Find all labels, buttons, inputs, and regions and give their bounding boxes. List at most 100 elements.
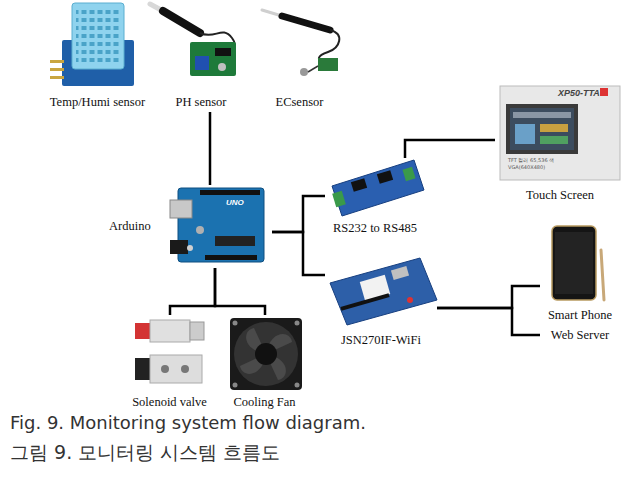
touch-screen-image-part xyxy=(500,86,620,180)
node-label: Web Server xyxy=(551,328,609,342)
arduino-image xyxy=(170,188,264,262)
cooling-fan-image-part xyxy=(233,383,238,388)
ph-sensor-image xyxy=(150,4,236,76)
touch-screen-image-part xyxy=(506,104,578,154)
model-name: XP50-TTA xyxy=(558,89,600,99)
wifi-shield-image-part xyxy=(340,293,389,311)
node-label: Smart Phone xyxy=(548,308,612,322)
figure-caption-korean: 그림 9. 모니터링 시스템 흐름도 xyxy=(10,442,280,463)
display-node: Touch Screen xyxy=(495,85,625,205)
connector-line xyxy=(437,286,540,308)
cooling-fan-image-part xyxy=(255,343,277,365)
node-label: Solenoid valve xyxy=(132,395,207,409)
solenoid-valve-image-part xyxy=(190,322,204,340)
ph-sensor-image-part xyxy=(190,42,236,76)
wifi-shield-image-part xyxy=(407,297,413,303)
solenoid-valve-image-part xyxy=(135,323,151,339)
spec-text: VGA(640X480) xyxy=(508,165,545,171)
arduino-image-part xyxy=(170,200,192,218)
ec-sensor-image xyxy=(262,10,339,76)
spec-text: TFT 컬러 65,536 색 xyxy=(508,158,554,164)
temp-humi-sensor-image-part xyxy=(50,76,64,79)
client-node: Smart Phone xyxy=(540,222,620,325)
solenoid-valve-image-part xyxy=(150,320,190,342)
node-label: Arduino xyxy=(109,219,151,233)
touch-screen-image-part xyxy=(513,112,571,118)
cooling-fan-image-part xyxy=(234,322,298,386)
arduino-image-part xyxy=(215,236,255,246)
ph-sensor-image-part xyxy=(195,56,209,70)
connector-line xyxy=(272,232,325,275)
node-label: PH sensor xyxy=(175,95,226,109)
figure-caption: Fig. 9. Monitoring system flow diagram. xyxy=(10,413,366,433)
solenoid-valve-image-part xyxy=(135,358,151,380)
connector-line xyxy=(170,268,215,315)
temp-humi-sensor-image-part xyxy=(50,68,64,71)
touch-screen-image-part xyxy=(540,136,568,144)
smart-phone-image xyxy=(552,226,604,300)
touch-screen-image-part xyxy=(540,124,568,132)
arduino-image-part xyxy=(205,255,257,260)
touch-screen-image xyxy=(500,86,620,180)
touch-screen-image-part xyxy=(515,124,535,144)
solenoid-valve-image-part xyxy=(150,355,202,383)
smart-phone-image-part xyxy=(555,232,593,294)
connector-line xyxy=(405,140,495,158)
temp-humi-sensor-image-part xyxy=(76,7,120,65)
actuator-node: Cooling Fan xyxy=(222,315,307,412)
node-label: Temp/Humi sensor xyxy=(50,95,145,109)
connector-line xyxy=(209,112,212,185)
ec-sensor-image-part xyxy=(300,68,308,76)
solenoid-valve-image-part xyxy=(161,365,169,373)
ph-sensor-image-part xyxy=(163,11,200,33)
temp-humi-sensor-image-part xyxy=(72,3,124,69)
connector-line xyxy=(437,308,540,335)
solenoid-valve-image xyxy=(135,320,204,383)
smart-phone-image-part xyxy=(552,226,596,300)
node-label: RS232 to RS485 xyxy=(333,221,417,235)
wifi-node: JSN270IF-WiFi xyxy=(325,255,437,350)
solenoid-valve-image-part xyxy=(181,365,189,373)
node-label: Cooling Fan xyxy=(233,395,295,409)
node-label: Touch Screen xyxy=(526,188,594,202)
sensor-node: Temp/Humi sensor xyxy=(45,0,150,112)
touch-screen-image-part xyxy=(510,108,574,150)
arduino-image-part xyxy=(200,190,260,195)
wifi-shield-image xyxy=(330,258,437,325)
rs232-rs485-board-image-part xyxy=(332,160,424,216)
arduino-image-part xyxy=(196,226,204,234)
cooling-fan-image-part xyxy=(233,321,238,326)
converter-node: RS232 to RS485 xyxy=(325,158,425,238)
connector-line xyxy=(272,196,325,232)
sensor-node: ECsensor xyxy=(252,0,347,112)
cooling-fan-image-part xyxy=(295,321,300,326)
node-label: ECsensor xyxy=(276,95,324,109)
ec-sensor-image-part xyxy=(308,66,318,72)
actuator-node: Solenoid valve xyxy=(122,315,217,412)
ph-sensor-image-part xyxy=(218,63,226,71)
cooling-fan-image-part xyxy=(295,383,300,388)
client-node: Web Server xyxy=(540,326,620,344)
rs232-rs485-board-image-part xyxy=(402,167,415,181)
cooling-fan-image xyxy=(230,318,302,390)
arduino-image-part xyxy=(170,240,188,254)
wifi-shield-image-part xyxy=(330,258,437,325)
rs232-rs485-board-image-part xyxy=(332,191,346,207)
touch-screen-image-part xyxy=(600,88,608,96)
wifi-shield-image-part xyxy=(391,266,409,280)
arduino-image-part xyxy=(178,188,264,262)
ec-sensor-image-part xyxy=(282,16,330,30)
arduino-image-part xyxy=(187,245,193,251)
board-marking: UNO xyxy=(226,199,244,208)
ec-sensor-image-part xyxy=(319,30,339,62)
temp-humi-sensor-image xyxy=(50,3,134,86)
ph-sensor-image-part xyxy=(215,48,231,56)
rs232-rs485-board-image-part xyxy=(351,178,367,192)
connector-line xyxy=(215,268,265,315)
temp-humi-sensor-image-part xyxy=(50,60,64,63)
controller-node: Arduino xyxy=(105,185,272,268)
rs232-rs485-board-image xyxy=(332,160,424,216)
rs232-rs485-board-image-part xyxy=(377,170,393,184)
smart-phone-image-part xyxy=(601,250,604,300)
